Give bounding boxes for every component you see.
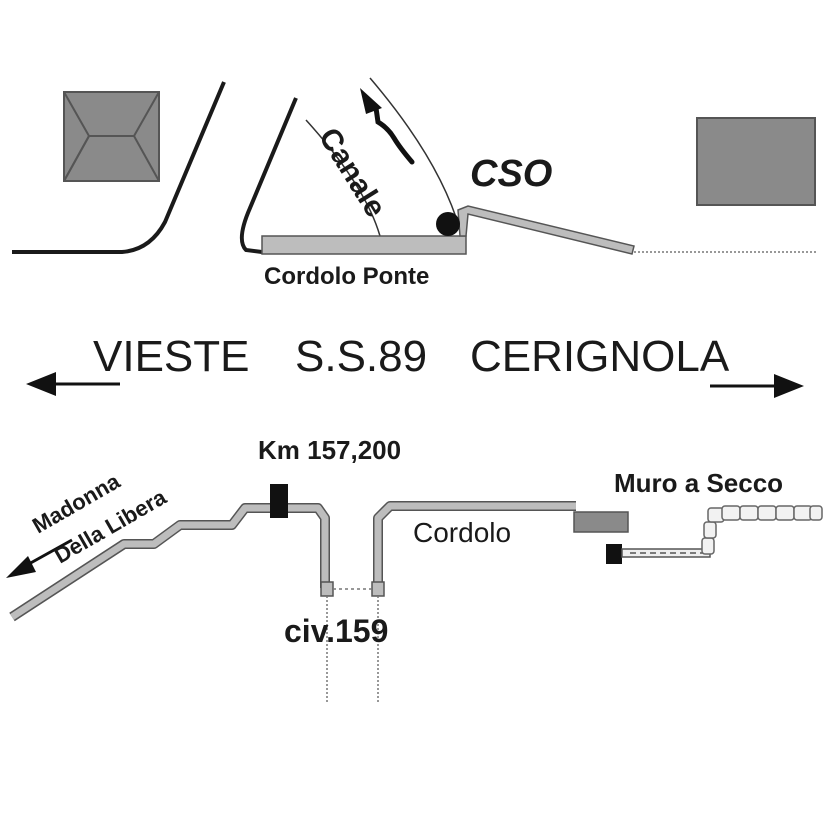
muro-a-secco-label: Muro a Secco xyxy=(614,468,783,498)
canal-bank-right xyxy=(369,77,461,231)
km-marker xyxy=(270,484,288,518)
canal-flow-arrow xyxy=(360,88,415,165)
cordolo-right-top xyxy=(457,205,635,255)
bridge-edge xyxy=(239,97,298,254)
arrow-left-vieste xyxy=(26,372,120,396)
km-label: Km 157,200 xyxy=(258,435,401,465)
building-right xyxy=(696,117,816,206)
cordolo-label: Cordolo xyxy=(413,517,511,548)
road-edge-left xyxy=(12,81,226,254)
cerignola-label: CERIGNOLA xyxy=(470,332,730,381)
cso-marker xyxy=(436,212,460,236)
civ-label: civ.159 xyxy=(284,613,388,649)
civ-entrance xyxy=(320,581,385,704)
vieste-label: VIESTE xyxy=(93,332,250,381)
arrow-madonna xyxy=(6,538,73,578)
cso-label: CSO xyxy=(470,153,552,195)
muro-a-secco-wall xyxy=(606,505,823,564)
cordolo-ponte-bar xyxy=(261,235,467,255)
arrow-right-cerignola xyxy=(710,374,804,398)
cordolo-ponte-label: Cordolo Ponte xyxy=(264,263,429,290)
building-hip-roof xyxy=(63,91,160,182)
ss89-label: S.S.89 xyxy=(295,332,427,381)
canal-bank-left xyxy=(305,119,381,237)
canale-label: Canale xyxy=(312,122,392,223)
cordolo-end-block xyxy=(573,511,629,533)
